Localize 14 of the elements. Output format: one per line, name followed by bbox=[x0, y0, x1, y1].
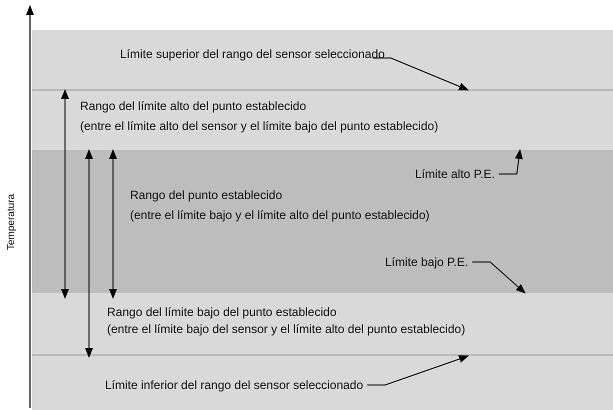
limit-label: Límite alto P.E. bbox=[415, 167, 495, 181]
range-note: (entre el límite bajo y el límite alto del punto establecido) bbox=[130, 208, 430, 222]
range-label: Rango del límite alto del punto establecido bbox=[80, 99, 306, 113]
leader-line bbox=[366, 355, 469, 386]
range-note: (entre el límite bajo del sensor y el límite alto del punto establecido) bbox=[107, 322, 466, 336]
limit-label: Límite inferior del rango del sensor seleccionado bbox=[105, 378, 364, 392]
limit-label: Límite superior del rango del sensor seleccionado bbox=[120, 47, 385, 61]
range-label: Rango del punto establecido bbox=[130, 188, 282, 202]
axis-label: Temperatura bbox=[5, 194, 18, 250]
leader-line bbox=[472, 262, 526, 294]
limit-label: Límite bajo P.E. bbox=[385, 255, 468, 269]
leader-line bbox=[498, 149, 523, 174]
range-note: (entre el límite alto del sensor y el límite bajo del punto establecido) bbox=[80, 119, 438, 133]
range-label: Rango del límite bajo del punto establecido bbox=[107, 305, 336, 319]
